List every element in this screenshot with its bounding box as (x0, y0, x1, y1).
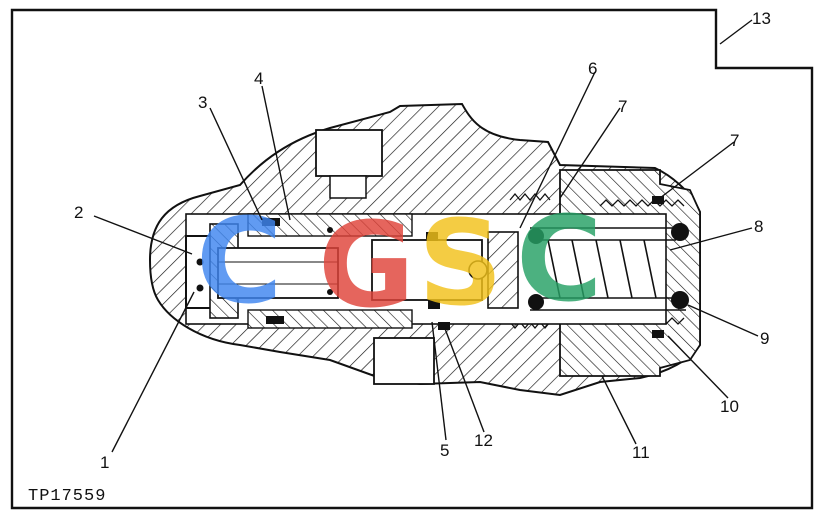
callout-4: 4 (254, 69, 263, 88)
backup-ring (652, 196, 664, 204)
watermark-letter: C (196, 192, 283, 330)
upper-port-boss (315, 129, 383, 177)
callout-10: 10 (720, 397, 739, 416)
callout-12: 12 (474, 431, 493, 450)
callout-3: 3 (198, 93, 207, 112)
callout-8: 8 (754, 217, 763, 236)
callout-5: 5 (440, 441, 449, 460)
sleeve-upper (247, 213, 413, 237)
upper-port-neck (329, 175, 367, 199)
orifice (468, 260, 488, 280)
figure-id: TP17559 (28, 487, 106, 506)
callout-9: 9 (760, 329, 769, 348)
o-ring (327, 227, 333, 233)
spring (530, 227, 686, 311)
callout-2: 2 (74, 203, 83, 222)
callout-6: 6 (588, 59, 597, 78)
o-ring (671, 223, 689, 241)
callout-13: 13 (752, 9, 771, 28)
o-ring (327, 289, 333, 295)
lower-port-boss (373, 337, 435, 385)
o-ring (196, 284, 204, 292)
backup-ring (262, 218, 280, 226)
watermark-letter: C (516, 190, 603, 328)
callouts: 1 2 3 4 5 6 7 7 8 9 10 11 12 13 (74, 9, 771, 472)
o-ring (528, 294, 544, 310)
sleeve-lower (247, 309, 413, 329)
backup-ring (426, 232, 438, 241)
callout-7a: 7 (618, 97, 627, 116)
callout-11: 11 (632, 443, 650, 462)
o-ring (671, 291, 689, 309)
backup-ring (266, 316, 284, 324)
watermark: C G S C (196, 190, 603, 334)
o-ring (528, 228, 544, 244)
frame-border (10, 8, 814, 510)
watermark-letter: G (318, 196, 415, 334)
callout-7b: 7 (730, 131, 739, 150)
backup-ring (652, 330, 664, 338)
poppet-seat (487, 231, 519, 309)
leader-lines (93, 19, 759, 453)
watermark-letter: S (418, 194, 503, 332)
poppet (371, 239, 483, 301)
backup-ring (428, 300, 440, 309)
callout-1: 1 (100, 453, 109, 472)
spool (217, 247, 339, 299)
o-ring (196, 258, 204, 266)
